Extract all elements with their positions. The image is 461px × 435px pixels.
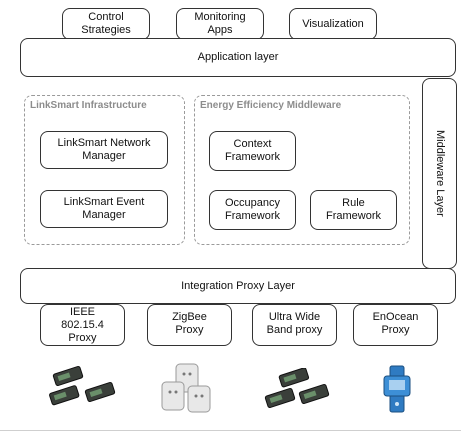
enocean-proxy: EnOcean Proxy: [353, 304, 438, 346]
zigbee-plug-devices-icon: [161, 363, 211, 413]
linksmart-infrastructure-title: LinkSmart Infrastructure: [30, 100, 147, 111]
visualization-box: Visualization: [289, 8, 377, 40]
energy-efficiency-group: [194, 95, 410, 245]
uwb-sensor-nodes-icon: [264, 368, 330, 409]
control-strategies-box: Control Strategies: [62, 8, 150, 40]
middleware-layer-label: Middleware Layer: [434, 130, 446, 217]
zigbee-proxy: ZigBee Proxy: [147, 304, 232, 346]
rule-framework: Rule Framework: [310, 190, 397, 230]
enocean-module-icon: [383, 365, 411, 413]
middleware-layer: Middleware Layer: [422, 78, 457, 269]
integration-proxy-layer: Integration Proxy Layer: [20, 268, 456, 304]
ieee-802154-proxy: IEEE 802.15.4 Proxy: [40, 304, 125, 346]
monitoring-apps-box: Monitoring Apps: [176, 8, 264, 40]
context-framework: Context Framework: [209, 131, 296, 171]
linksmart-event-manager: LinkSmart Event Manager: [40, 190, 168, 228]
ultra-wide-band-proxy: Ultra Wide Band proxy: [252, 304, 337, 346]
linksmart-network-manager: LinkSmart Network Manager: [40, 131, 168, 169]
linksmart-infrastructure-group: [24, 95, 185, 245]
energy-efficiency-title: Energy Efficiency Middleware: [200, 100, 342, 111]
ieee-sensor-nodes-icon: [49, 365, 116, 406]
application-layer: Application layer: [20, 38, 456, 77]
bottom-divider: [0, 430, 461, 431]
occupancy-framework: Occupancy Framework: [209, 190, 296, 230]
